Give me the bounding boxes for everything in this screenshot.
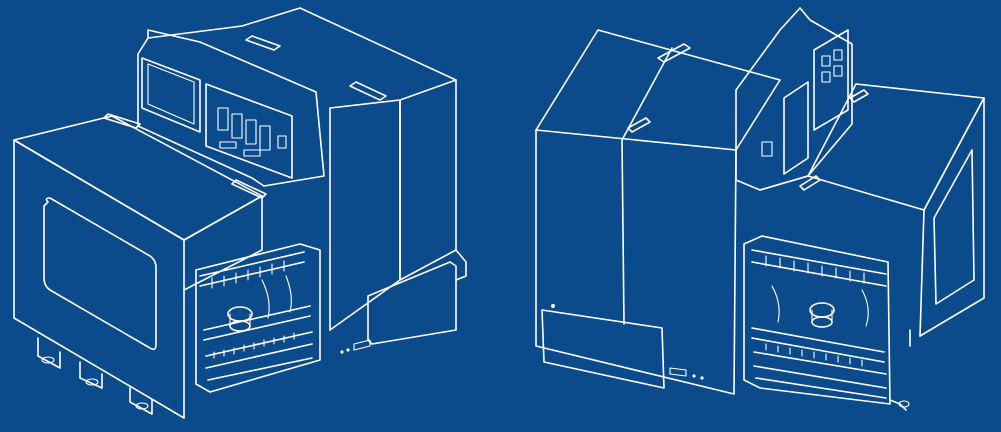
left-mechanism-teeth xyxy=(213,332,295,359)
left-front-window xyxy=(43,197,157,351)
right-control-panel-bracket xyxy=(735,7,853,191)
left-mechanism-rollers xyxy=(203,305,313,381)
left-control-panel-bracket xyxy=(137,29,325,187)
left-display-inner xyxy=(147,63,195,125)
left-mechanism-ribs xyxy=(211,260,285,289)
left-keypad-key-4 xyxy=(259,125,271,151)
left-keypad-block xyxy=(205,83,293,179)
left-foot-1 xyxy=(41,356,55,364)
left-keypad-key-1 xyxy=(217,107,229,131)
left-rear-housing-side xyxy=(399,79,457,281)
right-foot-1 xyxy=(898,400,910,408)
right-front-window xyxy=(933,149,975,305)
left-rear-housing-front xyxy=(329,99,401,331)
right-keypad-key-1 xyxy=(821,55,831,67)
left-status-dot-2 xyxy=(346,348,350,352)
right-top-hinge-2 xyxy=(627,117,651,133)
left-keypad-key-5 xyxy=(219,141,237,149)
right-keypad-block xyxy=(813,29,849,131)
left-mechanism-frame xyxy=(195,243,321,393)
right-front-face xyxy=(919,97,985,337)
right-rear-housing-top xyxy=(535,29,781,151)
left-printhead-knob xyxy=(227,306,253,322)
right-rear-housing-seam xyxy=(621,47,673,325)
right-keypad-key-4 xyxy=(833,65,843,77)
left-mechanism-upper-bar xyxy=(199,251,305,287)
printer-engine-right-view xyxy=(535,7,985,411)
left-front-face xyxy=(13,139,185,419)
right-keypad-key-3 xyxy=(833,49,843,61)
right-status-label xyxy=(669,367,687,377)
left-mechanism-side xyxy=(261,275,292,319)
right-mechanism-frame xyxy=(743,235,891,405)
right-mechanism-rollers xyxy=(751,327,887,399)
left-hinge-rod-1 xyxy=(103,113,141,129)
right-lower-panel xyxy=(541,309,665,389)
right-status-dot-1 xyxy=(692,374,696,378)
left-foot-2 xyxy=(85,378,99,386)
left-rear-housing-top xyxy=(147,7,457,109)
left-display-screen xyxy=(141,57,201,133)
left-top-face xyxy=(13,115,263,241)
left-status-dot-1 xyxy=(340,350,344,354)
printer-engine-left-view xyxy=(13,7,467,419)
right-hinge-rod-1 xyxy=(799,175,821,191)
right-mechanism-ribs xyxy=(765,255,865,284)
right-power-switch xyxy=(761,141,773,157)
right-base xyxy=(889,329,911,411)
left-top-hinge-2 xyxy=(349,81,387,101)
right-keypad-key-2 xyxy=(821,71,831,83)
left-foot-3 xyxy=(135,402,149,410)
left-keypad-key-2 xyxy=(231,113,243,139)
right-printhead-knob xyxy=(809,302,835,318)
right-display-screen xyxy=(783,81,809,175)
right-top-hinge-1 xyxy=(657,43,691,63)
left-base xyxy=(37,337,153,415)
right-mechanism-teeth xyxy=(765,343,863,367)
left-hinge-rod-2 xyxy=(231,179,267,199)
right-status-dot-2 xyxy=(700,376,704,380)
right-hinge-rod-2 xyxy=(849,89,869,103)
right-rear-housing-front xyxy=(535,129,737,395)
right-indicator-dot xyxy=(551,304,555,308)
left-top-hinge-1 xyxy=(245,35,281,51)
left-keypad-key-6 xyxy=(243,149,261,157)
left-power-switch xyxy=(277,135,287,149)
left-printhead-knob-stem xyxy=(229,313,251,327)
right-mechanism-side xyxy=(771,285,869,327)
left-rear-edge xyxy=(329,249,467,331)
right-printhead-knob-stem xyxy=(811,309,833,323)
right-mechanism-upper-bar xyxy=(751,249,887,287)
right-printhead-knob-base xyxy=(811,316,833,328)
left-keypad-key-3 xyxy=(245,119,257,145)
left-status-label xyxy=(353,339,371,351)
right-front-side xyxy=(759,175,925,337)
